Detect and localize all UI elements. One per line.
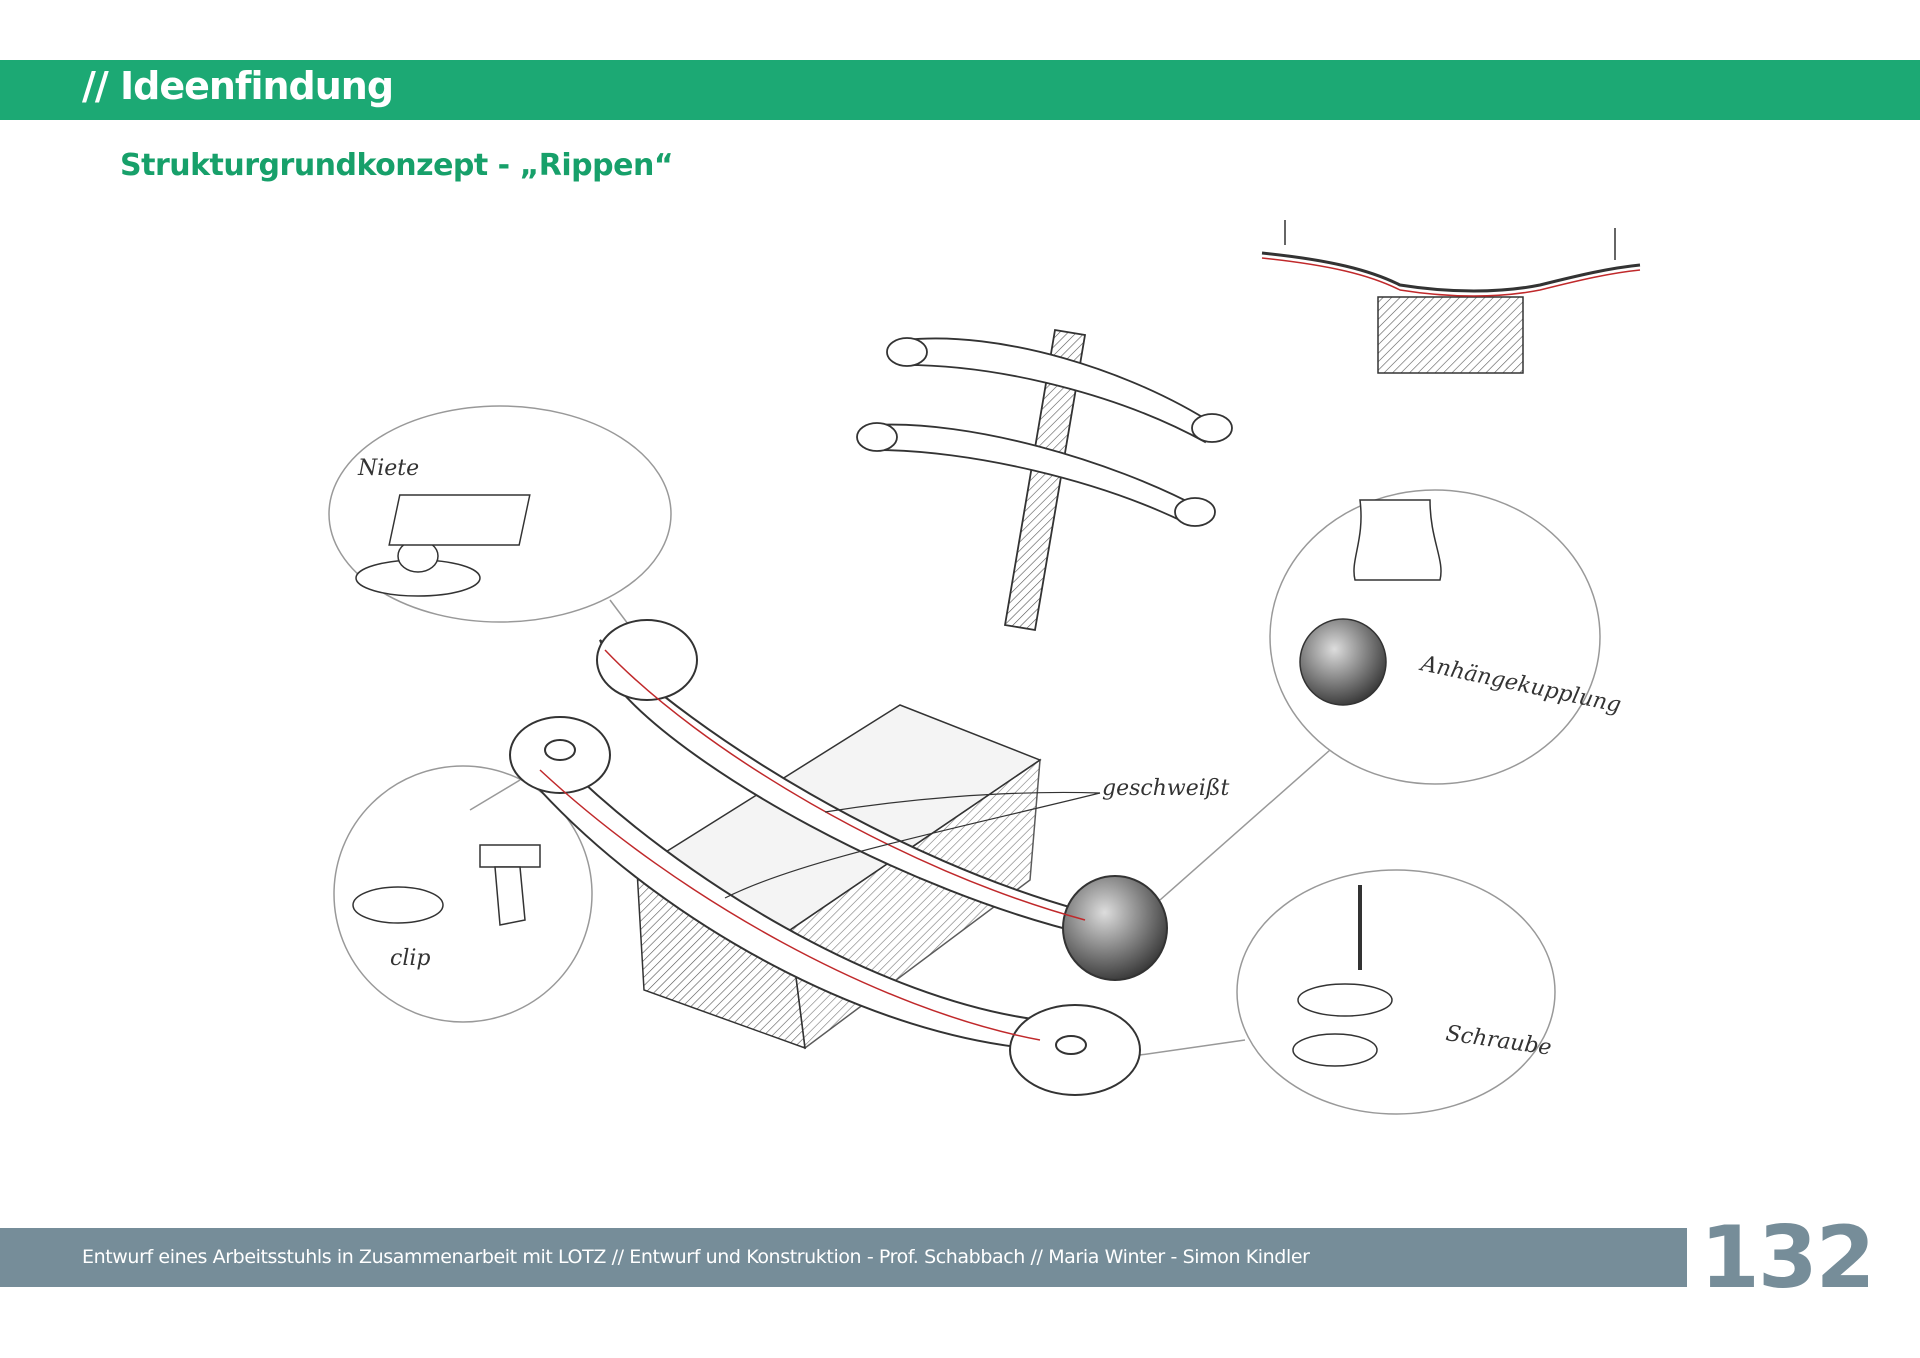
label-schraube: Schraube (1444, 1021, 1553, 1061)
detail-bubble-clip (333, 765, 593, 1023)
label-geschweisst: geschweißt (1102, 776, 1229, 801)
page-number: 132 (1700, 1208, 1876, 1308)
detail-bubble-niete (328, 405, 672, 623)
detail-bubble-kupplung (1269, 489, 1601, 785)
post-sketch (856, 328, 1233, 632)
detail-bubble-schraube (1236, 869, 1556, 1115)
label-niete: Niete (357, 456, 419, 481)
section-subtitle: Strukturgrundkonzept - „Rippen“ (120, 148, 674, 183)
header-bar: // Ideenfindung (0, 60, 1920, 120)
page-title: // Ideenfindung (82, 64, 394, 108)
label-anhaengekupplung: Anhängekupplung (1417, 651, 1623, 718)
footer-text: Entwurf eines Arbeitsstuhls in Zusammena… (82, 1246, 1310, 1268)
footer-bar: Entwurf eines Arbeitsstuhls in Zusammena… (0, 1228, 1687, 1287)
profile-sketch (1261, 220, 1641, 374)
label-clip: clip (390, 946, 430, 971)
weld-pointer-lines (724, 791, 1101, 899)
detail-sketches (352, 494, 1442, 1067)
rib-sketch (509, 619, 1168, 1096)
